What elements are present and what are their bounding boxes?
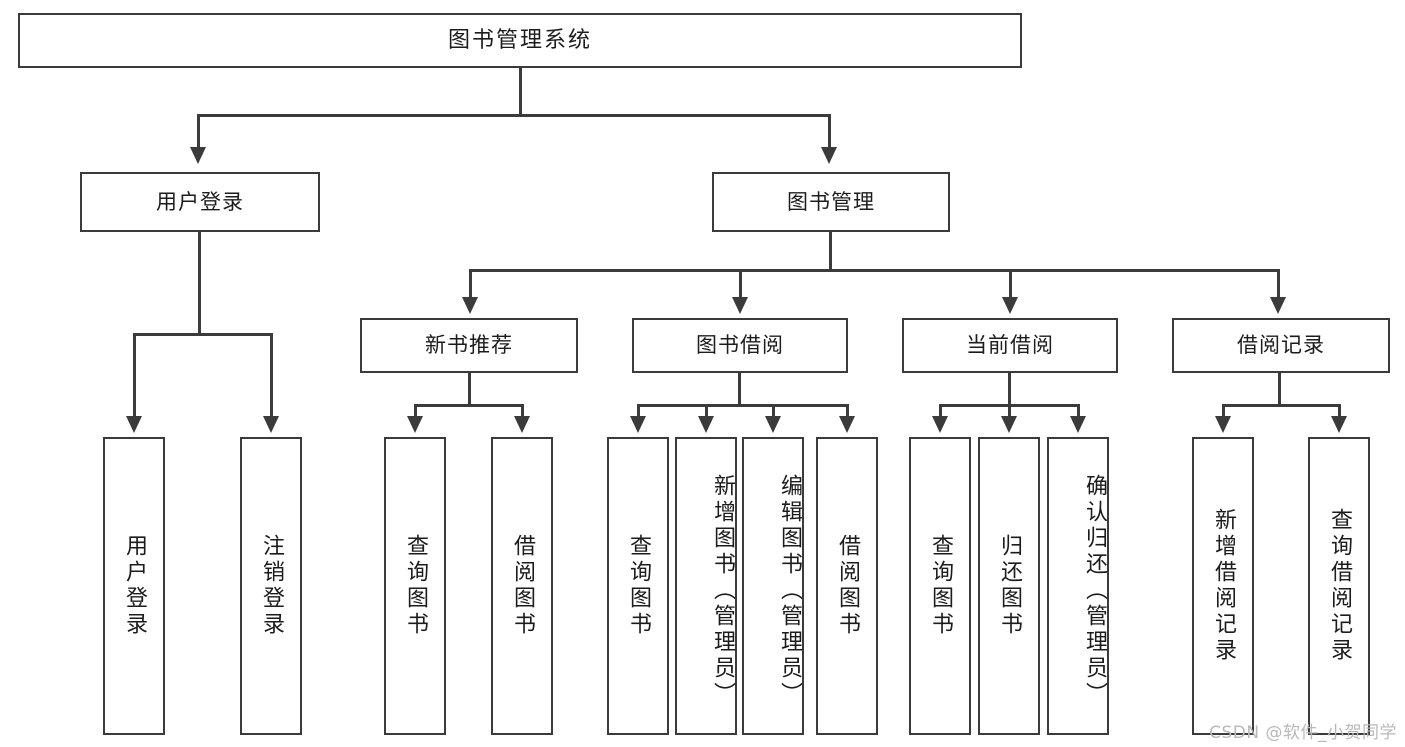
edge-user-login-to-leaf1	[133, 333, 136, 418]
leaf-edit-book[interactable]: 编辑图书（管理员）	[742, 437, 804, 735]
node-borrow-record[interactable]: 借阅记录	[1172, 318, 1390, 373]
edge-nbr-trunk	[468, 373, 471, 406]
arrow-to-leaf-return-book	[1001, 416, 1017, 433]
edge-root-bus	[197, 114, 831, 117]
edge-nbr-to-leaf2	[521, 404, 524, 418]
edge-nbr-bus	[414, 404, 524, 407]
edge-nbr-to-leaf1	[414, 404, 417, 418]
arrow-to-leaf-add-book	[698, 416, 714, 433]
leaf-query-record[interactable]: 查询借阅记录	[1308, 437, 1370, 735]
arrow-to-leaf-confirm-return	[1070, 416, 1086, 433]
leaf-logout[interactable]: 注销登录	[240, 437, 302, 735]
edge-cb-to-leaf1	[939, 404, 942, 418]
arrow-to-leaf-query-book-3	[932, 416, 948, 433]
node-book-borrow[interactable]: 图书借阅	[632, 318, 848, 373]
node-book-manage[interactable]: 图书管理	[712, 172, 950, 232]
arrow-to-leaf-user-login	[126, 416, 142, 433]
edge-br-bus	[1222, 404, 1341, 407]
leaf-query-book-2[interactable]: 查询图书	[607, 437, 669, 735]
arrow-to-leaf-edit-book	[765, 416, 781, 433]
arrow-to-book-borrow	[732, 297, 748, 314]
edge-bb-trunk	[738, 373, 741, 406]
edge-user-login-trunk	[198, 232, 201, 335]
edge-br-to-leaf1	[1222, 404, 1225, 418]
arrow-to-leaf-logout	[263, 416, 279, 433]
arrow-to-leaf-borrow-book-2	[839, 416, 855, 433]
edge-bm-to-book-borrow	[739, 269, 742, 299]
arrow-to-book-manage	[821, 147, 837, 164]
node-user-login[interactable]: 用户登录	[80, 172, 320, 232]
arrow-to-leaf-borrow-book-1	[514, 416, 530, 433]
edge-br-trunk	[1278, 373, 1281, 406]
leaf-borrow-book-2[interactable]: 借阅图书	[816, 437, 878, 735]
edge-root-trunk	[519, 68, 522, 116]
node-current-borrow[interactable]: 当前借阅	[902, 318, 1118, 373]
edge-book-manage-bus	[469, 269, 1280, 272]
edge-bm-to-borrow-record	[1277, 269, 1280, 299]
edge-bb-to-leaf1	[637, 404, 640, 418]
edge-user-login-bus	[133, 333, 273, 336]
leaf-add-book[interactable]: 新增图书（管理员）	[675, 437, 737, 735]
arrow-to-current-borrow	[1002, 297, 1018, 314]
node-root[interactable]: 图书管理系统	[18, 13, 1022, 68]
arrow-to-leaf-query-record	[1331, 416, 1347, 433]
edge-bm-to-current-borrow	[1009, 269, 1012, 299]
leaf-borrow-book-1[interactable]: 借阅图书	[491, 437, 553, 735]
edge-root-to-user-login	[197, 114, 200, 149]
edge-br-to-leaf2	[1338, 404, 1341, 418]
node-new-book-rec[interactable]: 新书推荐	[360, 318, 578, 373]
edge-book-manage-trunk	[829, 232, 832, 272]
edge-bm-to-new-book-rec	[469, 269, 472, 299]
edge-bb-to-leaf2	[705, 404, 708, 418]
edge-user-login-to-leaf2	[270, 333, 273, 418]
leaf-return-book[interactable]: 归还图书	[978, 437, 1040, 735]
edge-cb-to-leaf3	[1077, 404, 1080, 418]
edge-cb-to-leaf2	[1008, 404, 1011, 418]
arrow-to-leaf-add-record	[1215, 416, 1231, 433]
leaf-query-book-3[interactable]: 查询图书	[909, 437, 971, 735]
arrow-to-new-book-rec	[462, 297, 478, 314]
arrow-to-leaf-query-book-1	[407, 416, 423, 433]
leaf-query-book-1[interactable]: 查询图书	[384, 437, 446, 735]
edge-root-to-book-manage	[828, 114, 831, 149]
edge-bb-to-leaf3	[772, 404, 775, 418]
arrow-to-borrow-record	[1270, 297, 1286, 314]
leaf-confirm-return[interactable]: 确认归还（管理员）	[1047, 437, 1109, 735]
arrow-to-user-login	[190, 147, 206, 164]
leaf-user-login[interactable]: 用户登录	[103, 437, 165, 735]
edge-cb-trunk	[1008, 373, 1011, 406]
edge-bb-to-leaf4	[846, 404, 849, 418]
leaf-add-record[interactable]: 新增借阅记录	[1192, 437, 1254, 735]
edge-bb-bus	[637, 404, 849, 407]
arrow-to-leaf-query-book-2	[630, 416, 646, 433]
